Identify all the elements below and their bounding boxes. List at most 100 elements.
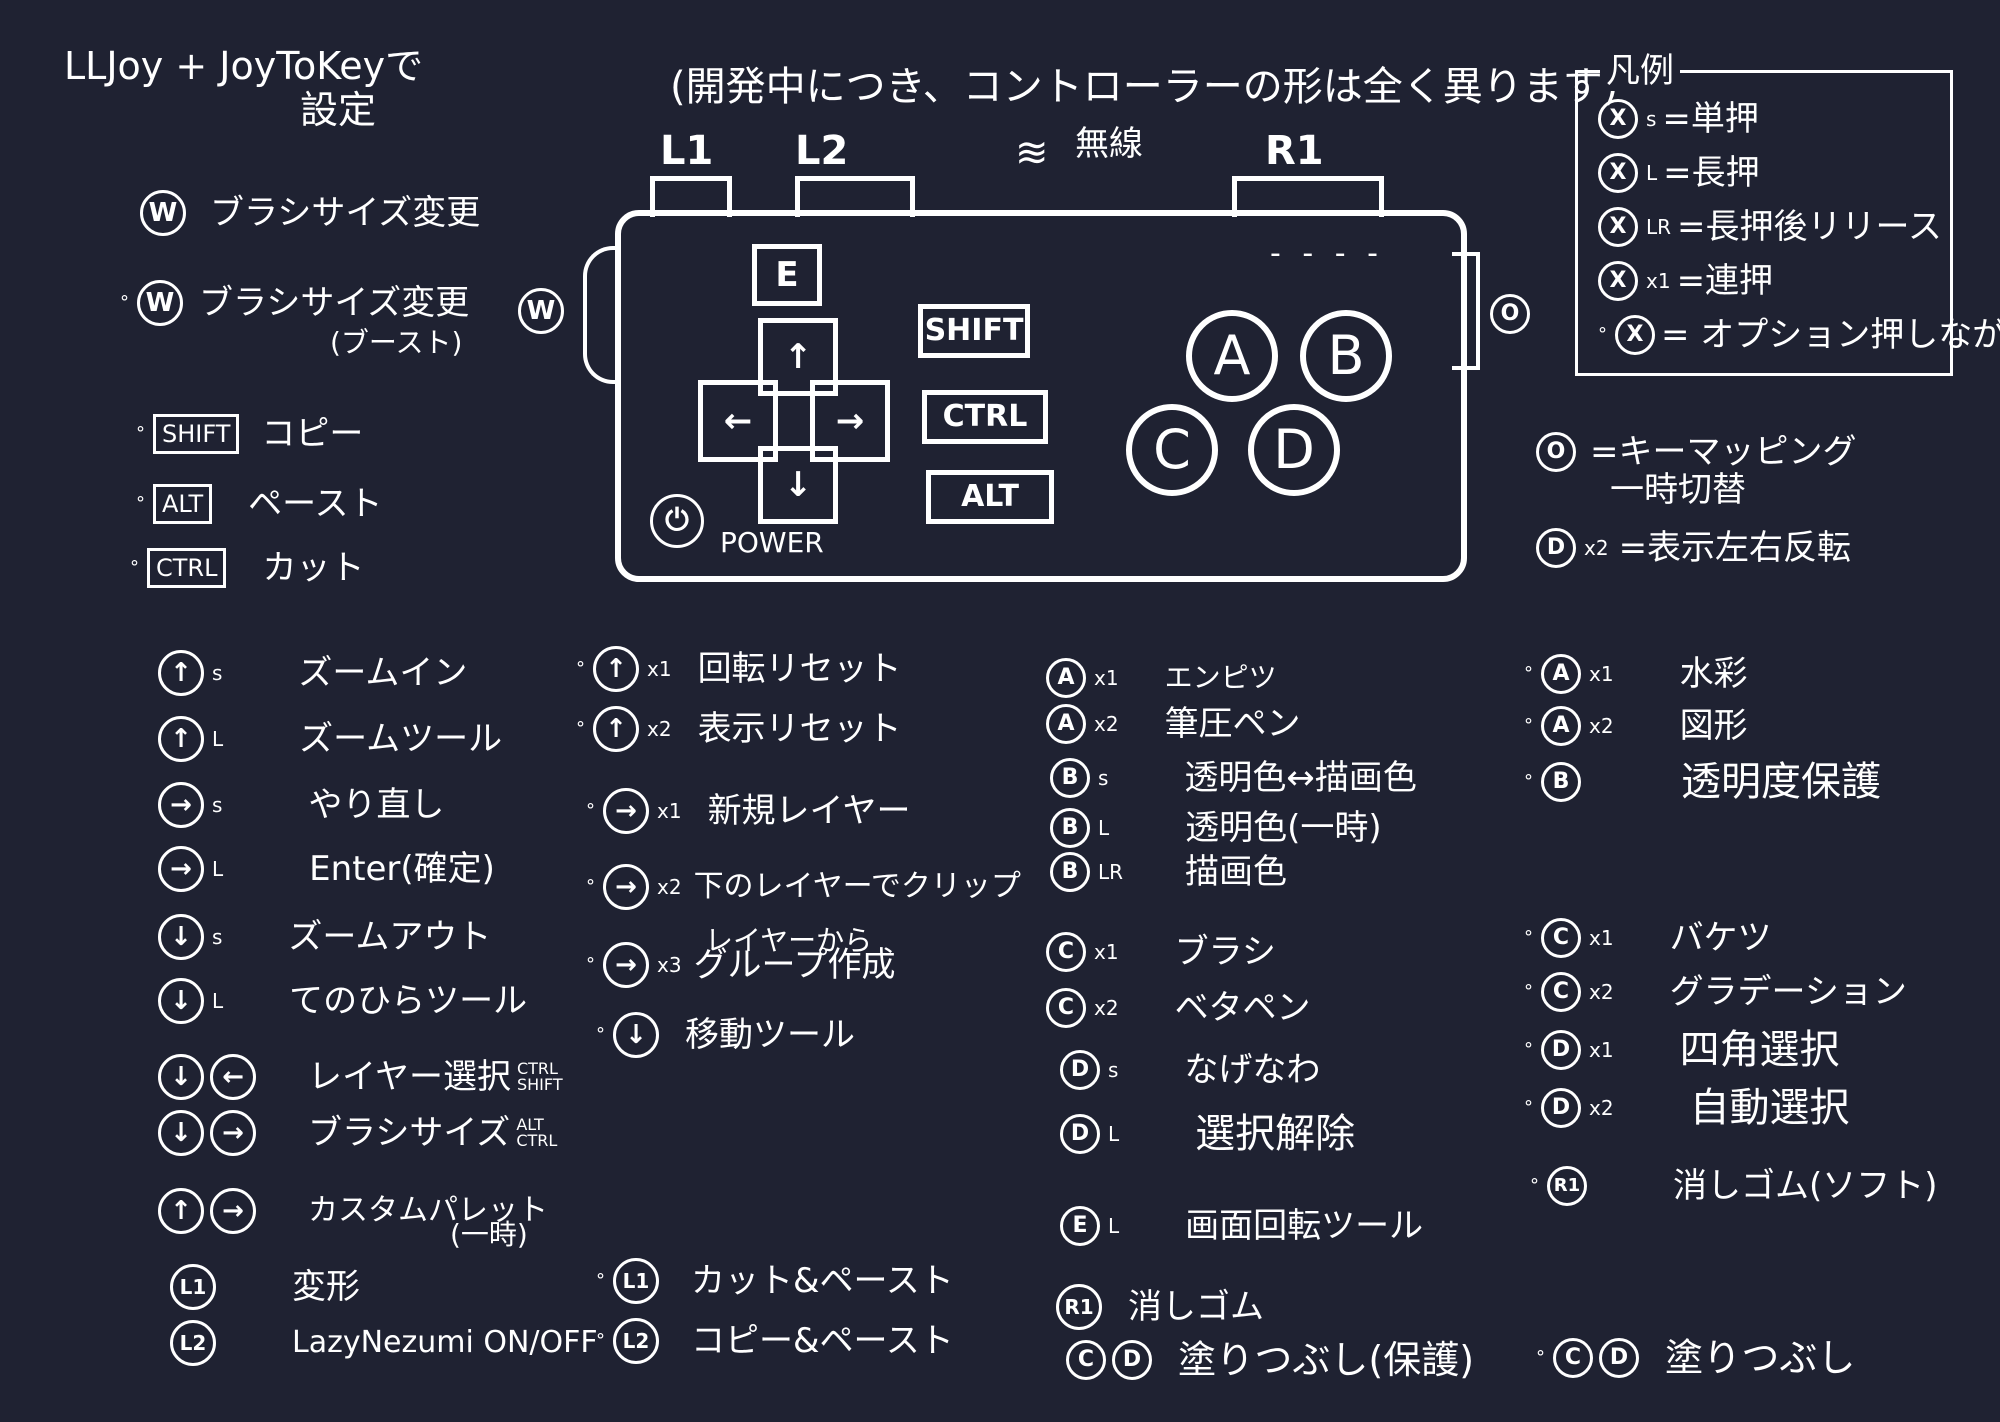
- l2-label: L2: [795, 128, 849, 174]
- e-key-icon: E: [1060, 1206, 1100, 1246]
- right-arrow-icon: →: [210, 1188, 256, 1234]
- mapping-row: R1 消しゴム: [1056, 1284, 1264, 1330]
- c-key-icon: C: [1541, 972, 1581, 1012]
- c-key-icon: C: [1541, 918, 1581, 958]
- l2-key-icon: L2: [613, 1318, 659, 1364]
- dev-note: (開発中につき、コントローラーの形は全く異ります): [670, 64, 1619, 110]
- b-key-icon: B: [1541, 762, 1581, 802]
- dpad-down[interactable]: ↓: [758, 446, 838, 524]
- right-arrow-icon: →: [210, 1110, 256, 1156]
- up-arrow-icon: ↑: [158, 650, 204, 696]
- up-arrow-icon: ↑: [593, 706, 639, 752]
- mapping-row: ↓ ← レイヤー選択 CTRL SHIFT: [158, 1054, 577, 1100]
- w-key-icon: W: [137, 280, 183, 326]
- d-key-icon: D: [1060, 1050, 1100, 1090]
- note-line2: 一時切替: [1610, 470, 1746, 510]
- boost-note: (ブースト): [330, 326, 463, 359]
- d-key-icon: D: [1599, 1338, 1639, 1378]
- b-key-icon: B: [1050, 808, 1090, 848]
- wheel[interactable]: [583, 246, 617, 384]
- x-key-icon: X: [1598, 99, 1638, 139]
- right-arrow-icon: →: [158, 846, 204, 892]
- w-key-icon: W: [518, 288, 564, 334]
- b-key-icon: B: [1050, 758, 1090, 798]
- speaker-grille: - - - -: [1270, 236, 1384, 271]
- alt-button[interactable]: ALT: [926, 470, 1054, 524]
- right-arrow-icon: →: [158, 782, 204, 828]
- controller-body: [615, 210, 1467, 582]
- dpad-up[interactable]: ↑: [758, 318, 838, 396]
- mapping-row: °↑x2 表示リセット: [576, 706, 902, 752]
- mapping-row: °R1 消しゴム(ソフト): [1530, 1166, 1938, 1206]
- note-item: O =キーマッピング: [1536, 432, 1857, 472]
- mapping-row: ↓s ズームアウト: [158, 914, 491, 960]
- o-key-icon: O: [1490, 294, 1530, 334]
- right-arrow-icon: →: [603, 788, 649, 834]
- down-arrow-icon: ↓: [158, 978, 204, 1024]
- up-arrow-icon: ↑: [158, 1188, 204, 1234]
- mapping-row: L1 変形: [170, 1264, 360, 1310]
- palette-note: (一時): [450, 1218, 528, 1251]
- shift-key-icon: SHIFT: [153, 414, 240, 454]
- power-icon[interactable]: ⏻: [650, 494, 704, 548]
- dpad-right[interactable]: →: [810, 380, 890, 462]
- title-line2: 設定: [300, 88, 377, 132]
- c-button[interactable]: C: [1126, 404, 1218, 496]
- a-key-icon: A: [1541, 706, 1581, 746]
- r1-label: R1: [1265, 128, 1324, 174]
- a-key-icon: A: [1046, 704, 1086, 744]
- c-key-icon: C: [1046, 932, 1086, 972]
- ctrl-key-icon: CTRL: [147, 548, 227, 588]
- x-key-icon: X: [1598, 207, 1638, 247]
- shift-button[interactable]: SHIFT: [918, 304, 1030, 358]
- option-side-button[interactable]: [1452, 252, 1480, 370]
- left-arrow-icon: ←: [210, 1054, 256, 1100]
- o-key-icon: O: [1536, 432, 1576, 472]
- mapping-row: ↓ → ブラシサイズ ALT CTRL: [158, 1110, 576, 1156]
- mapping-row: →s やり直し: [158, 782, 444, 828]
- d-key-icon: D: [1536, 528, 1576, 568]
- a-button[interactable]: A: [1186, 310, 1278, 402]
- d-button[interactable]: D: [1248, 404, 1340, 496]
- down-arrow-icon: ↓: [158, 914, 204, 960]
- down-arrow-icon: ↓: [613, 1012, 659, 1058]
- mapping-row: °B 透明度保護: [1524, 759, 1881, 805]
- x-key-icon: X: [1598, 153, 1638, 193]
- c-key-icon: C: [1046, 988, 1086, 1028]
- list-item: °W ブラシサイズ変更: [120, 280, 469, 326]
- ctrl-button[interactable]: CTRL: [922, 390, 1048, 444]
- b-button[interactable]: B: [1300, 310, 1392, 402]
- up-arrow-icon: ↑: [593, 646, 639, 692]
- d-key-icon: D: [1112, 1340, 1152, 1380]
- d-key-icon: D: [1541, 1030, 1581, 1070]
- alt-key-icon: ALT: [153, 484, 213, 524]
- d-key-icon: D: [1541, 1088, 1581, 1128]
- mapping-row: C D 塗りつぶし(保護): [1066, 1340, 1474, 1380]
- title-line1: LLJoy + JoyToKeyで: [64, 44, 424, 88]
- dpad-left[interactable]: ←: [698, 380, 778, 462]
- mapping-row: ↓L てのひらツール: [158, 978, 527, 1024]
- e-button[interactable]: E: [752, 244, 822, 306]
- mapping-row: L2 LazyNezumi ON/OFF: [170, 1320, 598, 1366]
- wireless-label: 無線: [1075, 124, 1143, 164]
- mapping-row: °L1 カット&ペースト: [596, 1258, 954, 1304]
- group-note: レイヤーから: [705, 924, 873, 957]
- w-key-icon: W: [140, 190, 186, 236]
- r1-key-icon: R1: [1056, 1284, 1102, 1330]
- mapping-row: °L2 コピー&ペースト: [596, 1318, 954, 1364]
